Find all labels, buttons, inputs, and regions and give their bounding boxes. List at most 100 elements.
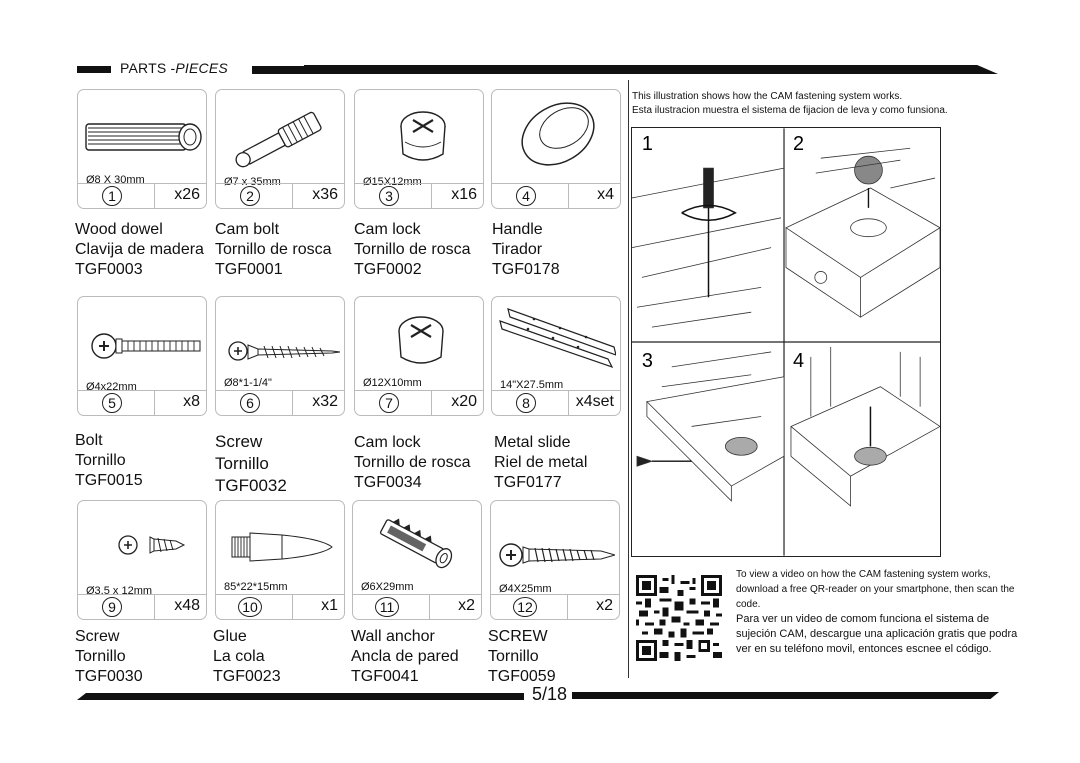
part-name-es: Tornillo [488,648,539,665]
part-label-6: Screw Tornillo TGF0032 [215,431,287,497]
part-number: 8 [516,393,536,413]
step-number-2: 2 [793,133,804,155]
part-tile-2: Ø7 x 35mm 2 x36 [215,89,345,209]
part-tile-4: 4 x4 [491,89,621,209]
part-size: Ø6X29mm [361,581,414,593]
glue-tube-icon [231,532,333,562]
part-footer: 2 x36 [216,183,344,208]
part-footer: 8 x4set [492,390,620,415]
part-tile-8: 14"X27.5mm 8 x4set [491,296,621,416]
long-screw-icon [499,543,615,567]
cam-intro-en: This illustration shows how the CAM fast… [632,91,903,102]
part-name-en: SCREW [488,628,548,645]
part-tile-5: Ø4x22mm 5 x8 [77,296,207,416]
part-name-es: La cola [213,648,265,665]
part-name-es: Clavija de madera [75,241,204,258]
header-bar-left [77,66,111,73]
part-code: TGF0023 [213,668,281,685]
part-footer: 11 x2 [353,594,481,619]
part-tile-7: Ø12X10mm 7 x20 [354,296,484,416]
part-name-en: Metal slide [494,434,571,451]
part-label-1: Wood dowel Clavija de madera TGF0003 [75,220,204,280]
part-code: TGF0177 [494,474,562,491]
part-number: 2 [240,186,260,206]
cam-intro-es: Esta ilustracion muestra el sistema de f… [632,105,948,116]
part-name-es: Tornillo de rosca [215,241,332,258]
part-name-en: Wall anchor [351,628,435,645]
step-number-3: 3 [642,350,653,372]
part-code: TGF0034 [354,474,422,491]
part-name-en: Bolt [75,432,103,449]
part-tile-3: Ø15X12mm 3 x16 [354,89,484,209]
part-footer: 10 x1 [216,594,344,619]
part-label-8: Metal slide Riel de metal TGF0177 [494,433,587,493]
part-label-2: Cam bolt Tornillo de rosca TGF0001 [215,220,332,280]
footer-bar-left [77,693,524,700]
part-quantity: x32 [312,393,338,410]
part-name-en: Wood dowel [75,221,163,238]
step-2-drawing [785,147,940,318]
part-size: Ø4X25mm [499,583,552,595]
part-label-4: Handle Tirador TGF0178 [492,220,560,280]
part-size: Ø7 x 35mm [224,176,281,188]
page-number: 5/18 [532,684,568,704]
part-footer: 9 x48 [78,594,206,619]
part-number: 5 [102,393,122,413]
part-code: TGF0059 [488,668,556,685]
section-title: PARTS -PIECES [120,60,228,76]
column-divider [628,80,629,678]
part-name-es: Tornillo de rosca [354,454,471,471]
part-name-es: Tirador [492,241,543,258]
part-quantity: x16 [451,186,477,203]
part-footer: 3 x16 [355,183,483,208]
part-label-12: SCREW Tornillo TGF0059 [488,627,556,687]
part-size: Ø8*1-1/4" [224,377,272,389]
part-code: TGF0041 [351,668,419,685]
part-number: 11 [375,597,399,617]
part-code: TGF0015 [75,472,143,489]
part-name-en: Screw [75,628,120,645]
cam-intro-text: This illustration shows how the CAM fast… [632,90,1012,118]
handle-knob-icon [521,102,595,166]
part-footer: 7 x20 [355,390,483,415]
part-size: Ø15X12mm [363,176,422,188]
part-name-es: Tornillo [75,648,126,665]
part-number: 12 [513,597,537,617]
part-label-9: Screw Tornillo TGF0030 [75,627,143,687]
part-code: TGF0003 [75,261,143,278]
part-name-es: Ancla de pared [351,648,459,665]
part-tile-6: Ø8*1-1/4" 6 x32 [215,296,345,416]
part-name-es: Tornillo de rosca [354,241,471,258]
part-number: 6 [240,393,260,413]
part-tile-9: Ø3.5 x 12mm 9 x48 [77,500,207,620]
part-label-11: Wall anchor Ancla de pared TGF0041 [351,627,459,687]
step-number-4: 4 [793,350,804,372]
metal-slide-icon [499,308,616,369]
part-name-es: Riel de metal [494,454,588,471]
part-quantity: x2 [596,597,613,614]
part-size: Ø12X10mm [363,377,422,389]
part-quantity: x36 [312,186,338,203]
part-code: TGF0002 [354,261,422,278]
part-footer: 1 x26 [78,183,206,208]
part-label-7: Cam lock Tornillo de rosca TGF0034 [354,433,471,493]
qr-code[interactable] [636,575,722,661]
part-name-es: Tornillo [75,452,126,469]
part-quantity: x8 [183,393,200,410]
step-1-drawing [632,167,785,328]
part-name-en: Glue [213,628,247,645]
part-quantity: x4set [575,393,614,410]
wood-dowel-icon [85,123,202,151]
part-footer: 4 x4 [492,183,620,208]
part-quantity: x1 [321,597,338,614]
wall-anchor-icon [379,518,453,569]
part-name-en: Cam lock [354,434,421,451]
part-name-en: Cam bolt [215,221,280,238]
footer-bar-right [572,692,999,699]
part-footer: 6 x32 [216,390,344,415]
part-label-3: Cam lock Tornillo de rosca TGF0002 [354,220,471,280]
header-bar-right [304,65,998,74]
cam-bolt-icon [235,111,322,168]
part-number: 4 [516,186,536,206]
part-name-en: Screw [215,432,263,451]
